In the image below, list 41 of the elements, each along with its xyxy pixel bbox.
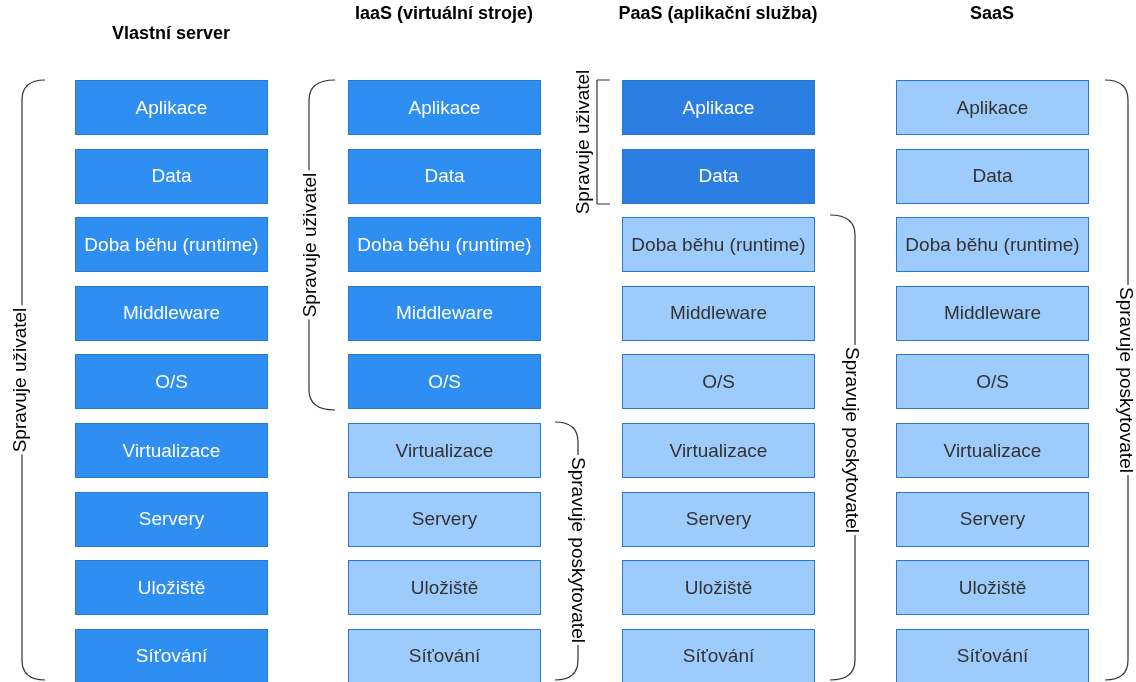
layer-box: Virtualizace	[75, 423, 268, 478]
column-heading: Vlastní server	[110, 22, 232, 44]
layer-box: Uložiště	[75, 560, 268, 616]
column-heading: IaaS (virtuální stroje)	[353, 2, 535, 24]
layer-box: Uložiště	[348, 560, 541, 616]
layer-box: Servery	[75, 491, 268, 547]
layer-box: O/S	[896, 354, 1089, 410]
layer-box: Middleware	[75, 285, 268, 341]
layer-box: Doba běhu (runtime)	[622, 217, 815, 273]
layer-box: Uložiště	[622, 560, 815, 616]
layer-box: Virtualizace	[622, 423, 815, 478]
layer-box: Middleware	[348, 285, 541, 341]
layer-box: Aplikace	[622, 80, 815, 135]
layer-box: Aplikace	[348, 80, 541, 135]
layer-box: Doba běhu (runtime)	[75, 217, 268, 273]
layer-box: Doba běhu (runtime)	[896, 217, 1089, 273]
layer-box: Aplikace	[75, 80, 268, 135]
layer-box: Data	[896, 148, 1089, 204]
layer-box: O/S	[622, 354, 815, 410]
layer-box: Middleware	[622, 285, 815, 341]
bracket-label: Spravuje poskytovatel	[1114, 285, 1136, 475]
layer-box: Servery	[896, 491, 1089, 547]
layer-box: Síťování	[622, 628, 815, 682]
layer-box: Virtualizace	[348, 423, 541, 478]
layer-box: Síťování	[896, 628, 1089, 682]
layer-box: Virtualizace	[896, 423, 1089, 478]
layer-box: Data	[75, 148, 268, 204]
layer-box: Data	[622, 148, 815, 204]
layer-box: Uložiště	[896, 560, 1089, 616]
layer-box: O/S	[75, 354, 268, 410]
layer-box: Middleware	[896, 285, 1089, 341]
layer-box: Servery	[622, 491, 815, 547]
column-heading: PaaS (aplikační služba)	[617, 2, 819, 24]
layer-box: Servery	[348, 491, 541, 547]
layer-box: O/S	[348, 354, 541, 410]
layer-box: Aplikace	[896, 80, 1089, 135]
column-heading: SaaS	[968, 2, 1015, 24]
layer-box: Síťování	[348, 628, 541, 682]
layer-box: Síťování	[75, 628, 268, 682]
layer-box: Doba běhu (runtime)	[348, 217, 541, 273]
layer-box: Data	[348, 148, 541, 204]
